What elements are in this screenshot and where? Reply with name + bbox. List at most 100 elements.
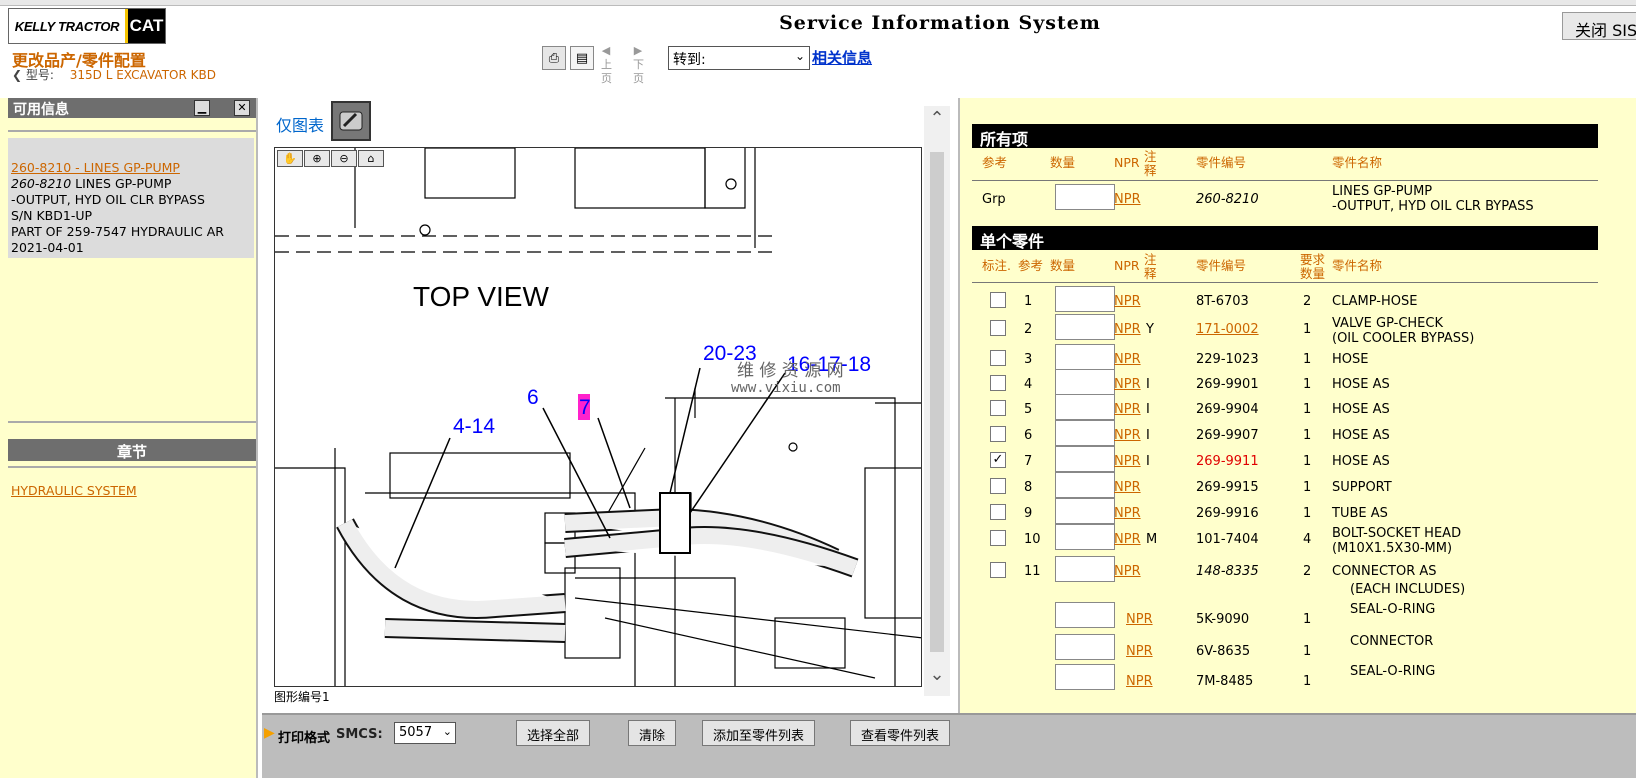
qty-input[interactable] bbox=[1055, 472, 1115, 498]
smcs-select[interactable]: 5057⌄ bbox=[394, 722, 456, 744]
part-name-2: (M10X1.5X30-MM) bbox=[1332, 541, 1453, 556]
next-page-button[interactable]: ▶下页 bbox=[630, 44, 646, 86]
minimize-icon[interactable]: ▁ bbox=[194, 100, 210, 116]
npr-link[interactable]: NPR bbox=[1126, 644, 1153, 659]
npr-link[interactable]: NPR bbox=[1114, 454, 1141, 469]
req-qty: 2 bbox=[1303, 294, 1312, 309]
parts-diagram[interactable]: ✋ ⊕ ⊖ ⌂ bbox=[274, 147, 922, 687]
mark-checkbox[interactable] bbox=[990, 504, 1006, 520]
mark-checkbox[interactable] bbox=[990, 375, 1006, 391]
part-name: CLAMP-HOSE bbox=[1332, 294, 1417, 309]
qty-input[interactable] bbox=[1055, 446, 1115, 472]
scrollbar-thumb[interactable] bbox=[930, 152, 944, 652]
qty-input[interactable] bbox=[1055, 634, 1115, 660]
callout-4-14[interactable]: 4-14 bbox=[453, 415, 495, 438]
col-part-name: 零件名称 bbox=[1332, 155, 1383, 170]
mark-checkbox[interactable] bbox=[990, 426, 1006, 442]
part-number: 269-9901 bbox=[1196, 377, 1259, 392]
goto-label: 转到: bbox=[673, 52, 706, 68]
part-link[interactable]: 260-8210 - LINES GP-PUMP bbox=[11, 160, 180, 175]
chapter-link[interactable]: HYDRAULIC SYSTEM bbox=[11, 483, 137, 498]
npr-link[interactable]: NPR bbox=[1114, 402, 1141, 417]
qty-input[interactable] bbox=[1055, 344, 1115, 370]
qty-input[interactable] bbox=[1055, 314, 1115, 340]
callout-6[interactable]: 6 bbox=[527, 386, 539, 409]
related-info-link[interactable]: 相关信息 bbox=[812, 49, 873, 67]
right-arrow-icon: ▶ bbox=[633, 44, 643, 57]
mark-checkbox[interactable] bbox=[990, 292, 1006, 308]
qty-input[interactable] bbox=[1055, 556, 1115, 582]
callout-7[interactable]: 7 bbox=[579, 396, 591, 419]
part-number: 269-9911 bbox=[1196, 454, 1259, 469]
scroll-up-icon[interactable]: ⌃ bbox=[929, 108, 945, 129]
npr-link[interactable]: NPR bbox=[1114, 506, 1141, 521]
npr-link[interactable]: NPR bbox=[1114, 377, 1141, 392]
qty-input[interactable] bbox=[1055, 420, 1115, 446]
npr-link[interactable]: NPR bbox=[1114, 352, 1141, 367]
qty-input[interactable] bbox=[1055, 369, 1115, 395]
npr-link[interactable]: NPR bbox=[1126, 674, 1153, 689]
npr-link[interactable]: NPR bbox=[1114, 322, 1141, 337]
print-icon[interactable]: ⎙ bbox=[542, 46, 566, 70]
mark-checkbox[interactable] bbox=[990, 350, 1006, 366]
view-parts-list-button[interactable]: 查看零件列表 bbox=[850, 720, 951, 746]
qty-input[interactable] bbox=[1055, 394, 1115, 420]
npr-link[interactable]: NPR bbox=[1114, 294, 1141, 309]
mark-checkbox[interactable]: ✓ bbox=[990, 452, 1006, 468]
npr-link[interactable]: NPR bbox=[1114, 480, 1141, 495]
zoom-in-icon[interactable]: ⊕ bbox=[304, 150, 330, 167]
npr-link[interactable]: NPR bbox=[1114, 532, 1141, 547]
document-icon[interactable]: ▤ bbox=[570, 46, 594, 70]
npr-link[interactable]: NPR bbox=[1114, 428, 1141, 443]
npr-link[interactable]: NPR bbox=[1126, 612, 1153, 627]
ref: 10 bbox=[1024, 532, 1041, 547]
pan-icon[interactable]: ✋ bbox=[277, 150, 303, 167]
col-qty: 数量 bbox=[1050, 258, 1076, 273]
diagram-scrollbar[interactable]: ⌃ ⌄ bbox=[924, 106, 950, 696]
qty-input[interactable] bbox=[1055, 664, 1115, 690]
qty-input[interactable] bbox=[1055, 498, 1115, 524]
mark-checkbox[interactable] bbox=[990, 562, 1006, 578]
part-number: 101-7404 bbox=[1196, 532, 1259, 547]
part-number: 269-9907 bbox=[1196, 428, 1259, 443]
npr-link[interactable]: NPR bbox=[1114, 564, 1141, 579]
mark-checkbox[interactable] bbox=[990, 320, 1006, 336]
part-number: 8T-6703 bbox=[1196, 294, 1249, 309]
clear-button[interactable]: 清除 bbox=[628, 720, 677, 746]
add-to-parts-list-button[interactable]: 添加至零件列表 bbox=[702, 720, 816, 746]
qty-input[interactable] bbox=[1055, 524, 1115, 550]
zoom-toolbar: ✋ ⊕ ⊖ ⌂ bbox=[277, 150, 385, 167]
divider bbox=[8, 130, 256, 132]
home-icon[interactable]: ⌂ bbox=[358, 150, 384, 167]
scroll-down-icon[interactable]: ⌄ bbox=[929, 664, 945, 685]
req-qty: 1 bbox=[1303, 480, 1312, 495]
chart-toggle-button[interactable] bbox=[331, 101, 371, 141]
part-name-1: VALVE GP-CHECK bbox=[1332, 316, 1443, 331]
callout-20-23[interactable]: 20-23 bbox=[703, 342, 757, 365]
prev-page-button[interactable]: ◀上页 bbox=[598, 44, 614, 86]
part-number: 6V-8635 bbox=[1196, 644, 1251, 659]
callout-16-17-18[interactable]: 16-17-18 bbox=[787, 353, 871, 376]
req-qty: 1 bbox=[1303, 322, 1312, 337]
left-panel: 可用信息 ▁ ✕ 260-8210 - LINES GP-PUMP 260-82… bbox=[0, 98, 258, 778]
back-arrow-icon[interactable]: ❮ bbox=[12, 68, 23, 82]
mark-checkbox[interactable] bbox=[990, 400, 1006, 416]
chart-only-label[interactable]: 仅图表 bbox=[276, 116, 325, 135]
close-icon[interactable]: ✕ bbox=[234, 100, 250, 116]
qty-input[interactable] bbox=[1055, 602, 1115, 628]
watermark-url: www.vixiu.com bbox=[731, 380, 841, 396]
page-title[interactable]: 更改品产/零件配置 bbox=[12, 51, 146, 70]
mark-checkbox[interactable] bbox=[990, 530, 1006, 546]
part-number[interactable]: 171-0002 bbox=[1196, 322, 1259, 337]
mark-checkbox[interactable] bbox=[990, 478, 1006, 494]
col-note: 注释 bbox=[1144, 252, 1157, 281]
qty-input[interactable] bbox=[1055, 184, 1115, 210]
col-qty: 数量 bbox=[1050, 155, 1076, 170]
npr-link[interactable]: NPR bbox=[1114, 192, 1141, 207]
goto-select[interactable]: 转到: ⌄ bbox=[668, 46, 810, 70]
select-all-button[interactable]: 选择全部 bbox=[516, 720, 591, 746]
zoom-out-icon[interactable]: ⊖ bbox=[331, 150, 357, 167]
close-sis-button[interactable]: 关闭 SIS bbox=[1562, 12, 1636, 40]
qty-input[interactable] bbox=[1055, 286, 1115, 312]
